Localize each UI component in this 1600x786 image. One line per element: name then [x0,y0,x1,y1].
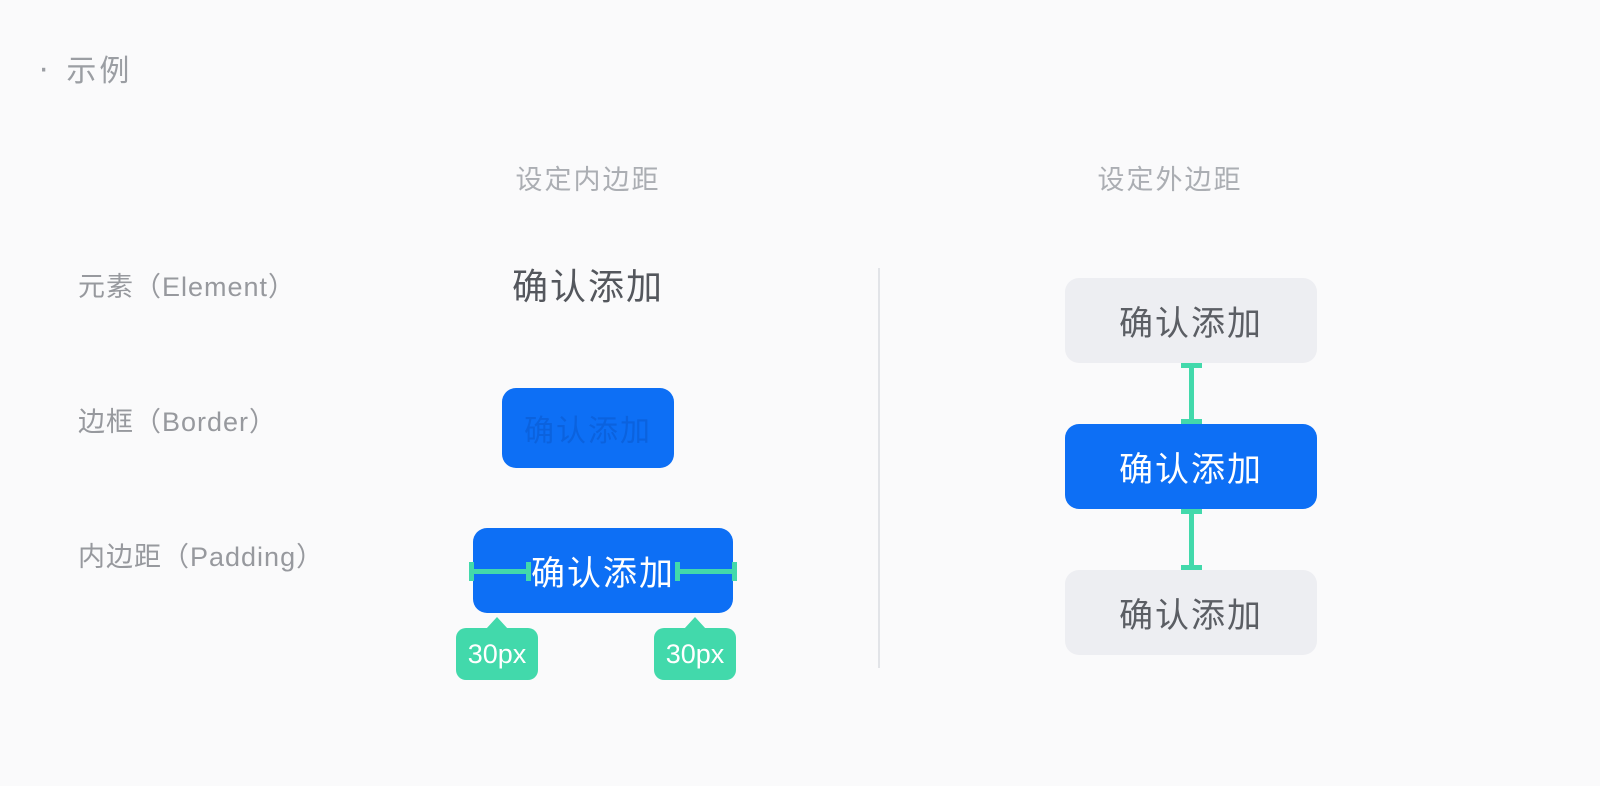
border-box-faint-label: 确认添加 [524,415,652,448]
row-label-padding: 内边距（Padding） [78,542,325,572]
border-box-sample: 确认添加 [502,388,674,468]
row-label-element: 元素（Element） [78,272,297,302]
padding-measure-right-ibeam [675,561,737,581]
padding-button-label: 确认添加 [531,555,675,593]
margin-measure-bottom-ibeam [1181,509,1202,570]
margin-measure-top-ibeam [1181,363,1202,424]
padding-demo-button[interactable]: 确认添加 [469,528,737,613]
bullet-dot: · [38,49,53,87]
margin-column-header: 设定外边距 [1097,165,1243,195]
padding-value-left-text: 30px [467,638,527,669]
page-title-text: 示例 [66,55,133,88]
padding-column-header: 设定内边距 [515,165,661,195]
padding-measure-left-ibeam [469,561,531,581]
padding-value-badge-left: 30px [456,628,538,680]
margin-demo-bottom-button[interactable]: 确认添加 [1065,570,1317,655]
padding-value-badge-right: 30px [654,628,736,680]
padding-value-right-text: 30px [665,638,725,669]
margin-demo-top-button[interactable]: 确认添加 [1065,278,1317,363]
margin-demo-middle-button[interactable]: 确认添加 [1065,424,1317,509]
row-label-border: 边框（Border） [78,407,278,437]
column-divider [878,268,880,668]
page-title: · 示例 [38,46,132,90]
element-text-sample: 确认添加 [511,266,664,307]
